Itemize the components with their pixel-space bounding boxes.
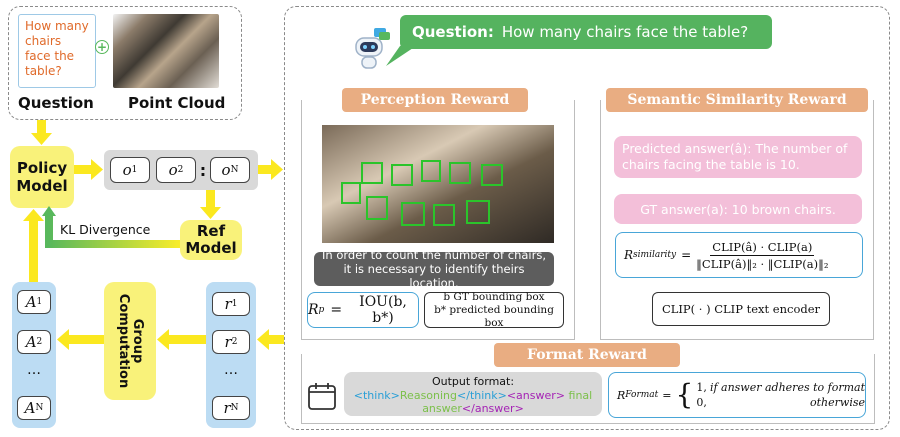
arrow-rewards-back-head — [257, 329, 269, 350]
output-format-template: <think>Reasoning</think><answer> final a… — [353, 388, 593, 416]
arrow-r-to-group — [168, 335, 206, 344]
robot-icon — [355, 28, 390, 69]
question-bubble-label: Question: — [412, 23, 494, 41]
arrow-policy-to-outputs-head — [91, 159, 103, 180]
reward-ellipsis: … — [224, 362, 238, 378]
arrow-group-to-a — [68, 335, 104, 344]
output-format-box: Output format: <think>Reasoning</think><… — [344, 372, 602, 416]
chair-bbox — [401, 202, 425, 226]
ref-model: Ref Model — [180, 220, 242, 260]
perception-legend: b GT bounding box b* predicted bounding … — [424, 291, 564, 329]
arrow-group-to-a-head — [57, 329, 69, 350]
arrow-advantages-to-policy-head — [23, 209, 44, 221]
bubble-tail — [386, 46, 416, 66]
chair-bbox — [361, 162, 383, 184]
semantic-panel — [600, 100, 874, 340]
ref-model-line-1: Ref — [196, 222, 226, 240]
plus-icon: + — [95, 40, 109, 54]
arrow-question-to-policy — [37, 120, 46, 134]
output-format-label: Output format: — [431, 375, 515, 388]
arrow-policy-to-outputs — [74, 165, 92, 174]
arrow-advantages-to-policy — [29, 220, 38, 282]
kl-divergence-label: KL Divergence — [60, 222, 151, 237]
similarity-numerator: CLIP(â) · CLIP(a) — [710, 239, 815, 256]
perception-scene-image — [322, 125, 554, 243]
clip-encoder-note: CLIP( · ) CLIP text encoder — [652, 292, 830, 326]
group-computation — [104, 282, 156, 400]
perception-caption: In order to count the number of chairs, … — [314, 248, 554, 290]
format-case-1-condition: if answer adheres to format — [709, 381, 865, 394]
chair-bbox — [366, 196, 388, 220]
calendar-icon — [308, 383, 336, 410]
perception-title: Perception Reward — [342, 88, 528, 112]
similarity-denominator: ‖CLIP(â)‖₂ · ‖CLIP(a)‖₂ — [696, 256, 829, 271]
chair-bbox — [341, 182, 361, 204]
reward-panel — [284, 6, 890, 430]
format-case-2-value: 0, — [696, 396, 707, 409]
question-label: Question — [18, 94, 94, 112]
format-case-1-value: 1, — [696, 381, 707, 394]
arrow-rewards-back — [268, 335, 284, 344]
chair-bbox — [421, 160, 441, 182]
chair-bbox — [449, 162, 471, 184]
output-ellipsis: : — [199, 160, 207, 180]
question-box: How many chairs face the table? — [18, 14, 96, 88]
arrow-outputs-to-rewards — [258, 165, 272, 174]
arrow-outputs-to-ref-head — [200, 207, 221, 219]
arrow-outputs-to-ref — [206, 190, 215, 208]
advantage-ellipsis: … — [27, 362, 41, 378]
gt-answer: GT answer(a): 10 brown chairs. — [614, 194, 862, 224]
question-bubble-text: How many chairs face the table? — [501, 23, 749, 41]
arrow-question-to-policy-head — [31, 133, 52, 145]
group-computation-label: Group Computation — [116, 293, 145, 389]
format-case-2-condition: otherwise — [810, 396, 865, 409]
point-cloud-image — [113, 14, 219, 88]
chair-bbox — [391, 164, 413, 186]
question-text: How many chairs face the table? — [25, 19, 89, 78]
point-cloud-label: Point Cloud — [128, 94, 226, 112]
chair-bbox — [433, 204, 455, 226]
format-title: Format Reward — [494, 343, 680, 367]
policy-model-line-1: Policy — [16, 159, 68, 177]
semantic-title: Semantic Similarity Reward — [606, 88, 868, 112]
question-bubble: Question: How many chairs face the table… — [400, 15, 772, 49]
predicted-answer: Predicted answer(â): The number of chair… — [614, 136, 862, 178]
input-panel — [8, 6, 242, 120]
arrow-outputs-to-rewards-head — [271, 159, 283, 180]
policy-model-line-2: Model — [16, 177, 68, 195]
ref-model-line-2: Model — [185, 239, 237, 257]
format-panel — [301, 354, 875, 424]
policy-model: Policy Model — [10, 146, 74, 208]
chair-bbox — [466, 200, 490, 224]
perception-panel — [301, 100, 575, 340]
arrow-r-to-group-head — [157, 329, 169, 350]
chair-bbox — [481, 164, 503, 186]
